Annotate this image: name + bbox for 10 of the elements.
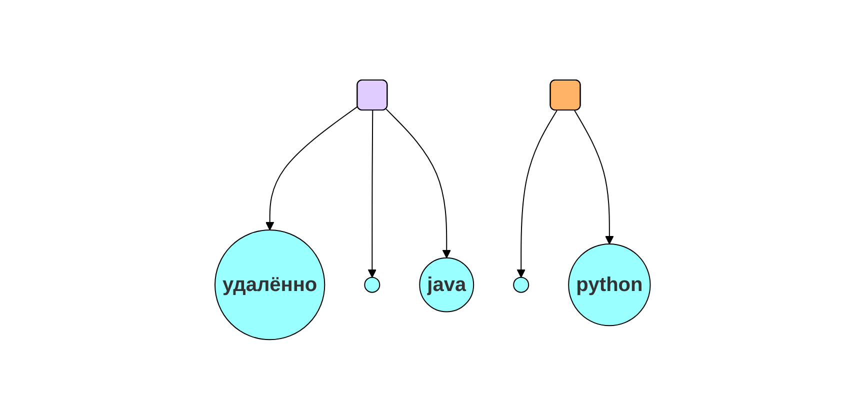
arrow — [386, 108, 451, 258]
arrow — [516, 110, 558, 278]
node-circle: java — [419, 257, 474, 312]
node-circle: удалённо — [214, 229, 326, 340]
node-circle — [364, 276, 380, 292]
node-circle — [512, 276, 529, 292]
arrow — [574, 110, 614, 244]
arrow — [368, 110, 376, 278]
arrow — [265, 106, 358, 230]
node-circle: python — [568, 243, 651, 326]
